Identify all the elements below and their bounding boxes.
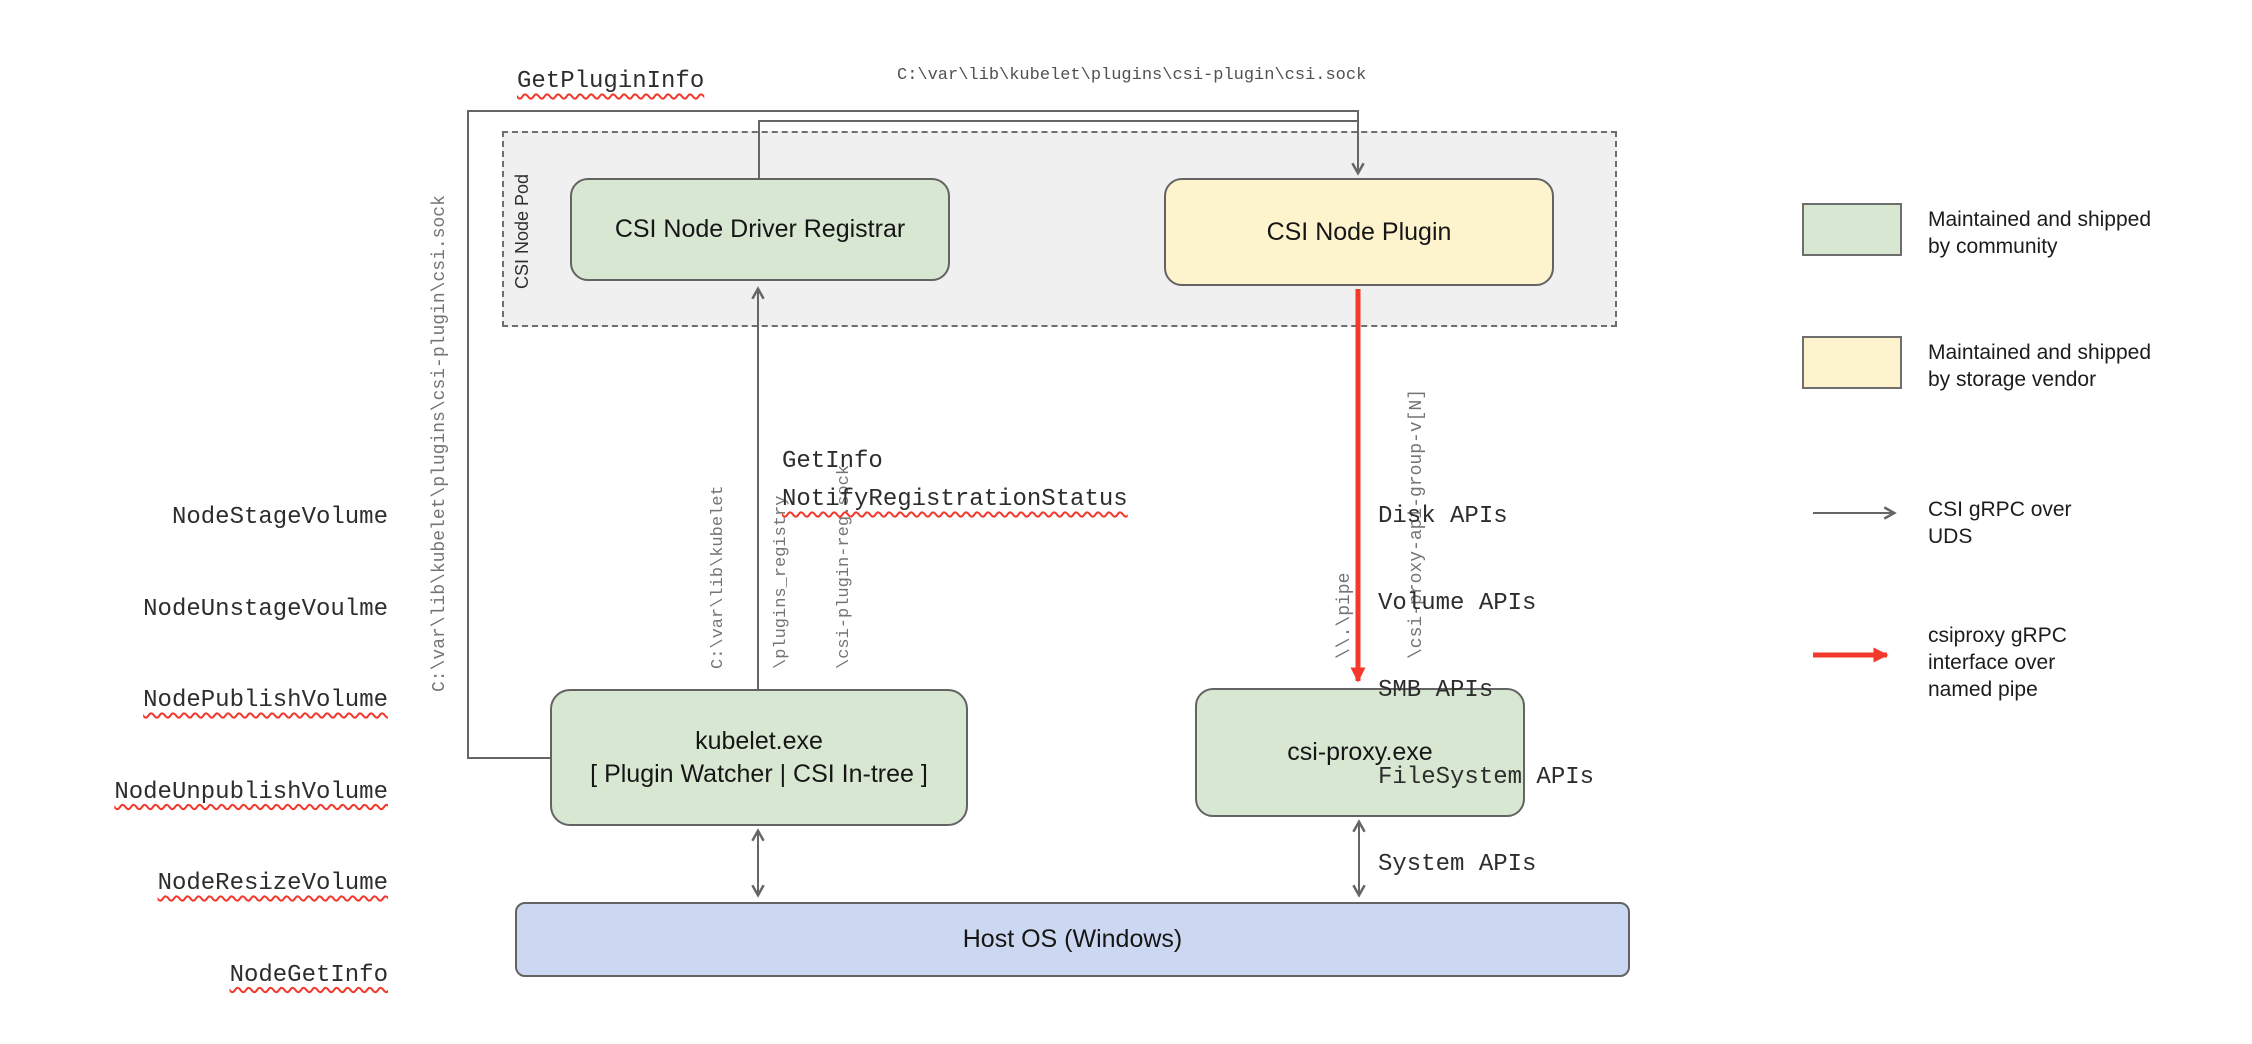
csi-sock-path-left-label: C:\var\lib\kubelet\plugins\csi-plugin\cs… bbox=[430, 195, 450, 692]
api-list-item: FileSystem APIs bbox=[1378, 764, 1595, 791]
connector-kubelet-to-plugin-uds bbox=[467, 110, 1358, 759]
get-info-label: GetInfo bbox=[782, 448, 883, 475]
kubelet-label-line2: [ Plugin Watcher | CSI In-tree ] bbox=[590, 759, 928, 788]
legend-uds-text: CSI gRPC over UDS bbox=[1928, 496, 2072, 550]
legend-vendor-text: Maintained and shipped by storage vendor bbox=[1928, 339, 2151, 393]
legend-community-line1: Maintained and shipped bbox=[1928, 208, 2152, 231]
csi-proxy-label: csi-proxy.exe bbox=[1287, 738, 1433, 766]
registration-sock-path-line1: C:\var\lib\kubelet bbox=[709, 485, 728, 669]
registrar-label: CSI Node Driver Registrar bbox=[614, 215, 906, 243]
node-rpc-item: NodeResizeVolume bbox=[157, 870, 388, 897]
csi-node-pod-label: CSI Node Pod bbox=[512, 173, 532, 289]
legend-community-text: Maintained and shipped by community bbox=[1928, 206, 2151, 260]
legend-namedpipe-line1: csiproxy gRPC bbox=[1928, 624, 2067, 647]
api-list-item: Volume APIs bbox=[1378, 590, 1537, 617]
legend-community-line2: by community bbox=[1928, 235, 2058, 258]
notify-registration-status-label: NotifyRegistrationStatus bbox=[782, 486, 1128, 513]
legend-uds-line2: UDS bbox=[1928, 525, 1973, 548]
csi-node-driver-registrar-node: CSI Node Driver Registrar bbox=[570, 178, 950, 281]
api-list-item: Disk APIs bbox=[1378, 503, 1508, 530]
legend-uds-line1: CSI gRPC over bbox=[1928, 498, 2072, 521]
node-rpc-item: NodeUnstageVoulme bbox=[143, 595, 388, 623]
legend-community-swatch bbox=[1802, 203, 1902, 256]
host-os-node: Host OS (Windows) bbox=[515, 902, 1630, 977]
csiproxy-api-list: Disk APIs Volume APIs SMB APIs FileSyste… bbox=[1378, 444, 1594, 937]
legend-namedpipe-line2: interface over bbox=[1928, 651, 2056, 674]
kubelet-label-line1: kubelet.exe bbox=[695, 726, 823, 755]
connector-registrar-to-plugin-uds bbox=[758, 120, 1357, 178]
plugin-label: CSI Node Plugin bbox=[1266, 217, 1452, 246]
kubelet-node: kubelet.exe [ Plugin Watcher | CSI In-tr… bbox=[550, 689, 968, 826]
legend-vendor-swatch bbox=[1802, 336, 1902, 389]
node-rpc-item: NodePublishVolume bbox=[143, 687, 388, 714]
api-list-item: SMB APIs bbox=[1378, 677, 1494, 704]
get-plugin-info-label: GetPluginInfo bbox=[517, 68, 705, 95]
node-rpc-list: NodeStageVolume NodeUnstageVoulme NodePu… bbox=[85, 442, 388, 1044]
node-rpc-item: NodeGetInfo bbox=[229, 961, 388, 989]
legend-vendor-line2: by storage vendor bbox=[1928, 368, 2097, 391]
host-os-label: Host OS (Windows) bbox=[962, 925, 1183, 953]
csi-proxy-node: csi-proxy.exe bbox=[1195, 688, 1525, 817]
legend-namedpipe-text: csiproxy gRPC interface over named pipe bbox=[1928, 622, 2067, 703]
api-list-item: System APIs bbox=[1378, 851, 1537, 878]
named-pipe-path-line1: \\.\pipe bbox=[1335, 572, 1355, 659]
legend-namedpipe-line3: named pipe bbox=[1928, 678, 2038, 701]
legend-vendor-line1: Maintained and shipped bbox=[1928, 341, 2152, 364]
node-rpc-item: NodeUnpublishVolume bbox=[114, 778, 388, 806]
node-rpc-item: NodeStageVolume bbox=[171, 504, 388, 531]
csi-node-plugin-node: CSI Node Plugin bbox=[1164, 178, 1554, 286]
csi-sock-path-top-label: C:\var\lib\kubelet\plugins\csi-plugin\cs… bbox=[897, 66, 1367, 85]
